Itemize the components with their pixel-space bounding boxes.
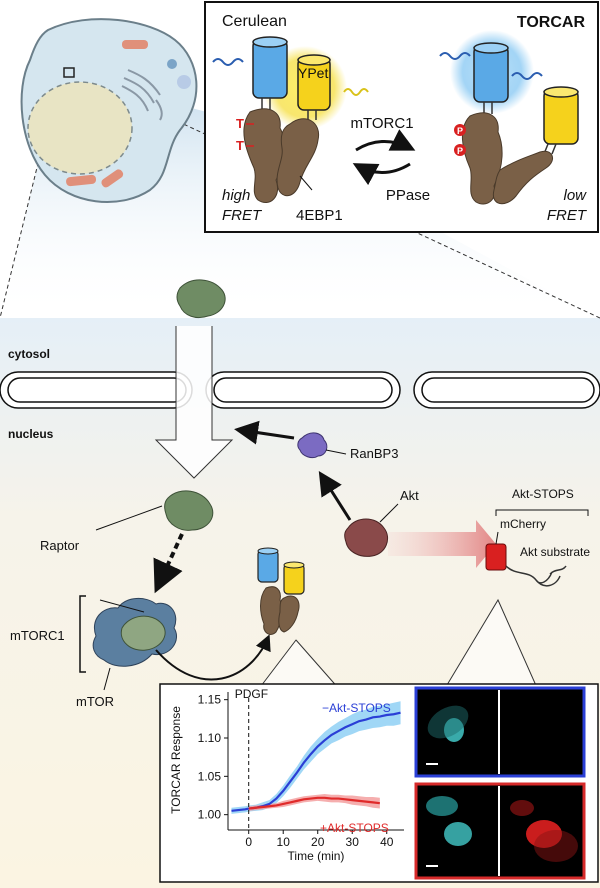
x-tick-label: 10 [277,835,291,849]
ranbp3-export-arrow [234,420,295,445]
phosphorylation-arrow [355,129,416,152]
inset-title: TORCAR [517,14,586,31]
ypet-barrel-right [543,89,579,145]
akt-sequestration-arrow [388,520,496,568]
4ebp1-left-lobe [243,108,286,203]
akt-substrate-chain [505,565,567,587]
y-ticks: 1.00 1.05 1.10 1.15 [198,693,228,822]
mtor-label: mTOR [76,694,114,709]
threonine-label-2: T [236,138,244,153]
complex-bracket [79,595,86,673]
4ebp1-left-lobe-right [462,112,503,205]
series-lines [231,711,401,812]
series-band-0 [231,701,401,814]
cerulean-barrel [252,39,288,99]
dephosphorylation-arrow [352,162,411,186]
ranbp3-label: RanBP3 [350,446,398,461]
cell-illustration [20,18,198,203]
phospho-label-1: P [457,126,463,136]
x-tick-label: 20 [311,835,325,849]
4ebp1-right-lobe-right [492,150,554,205]
mtorc1-complex-label: mTORC1 [10,628,65,643]
y-tick-label: 1.10 [198,731,222,745]
mtorc1-entering-protein [176,279,226,319]
mitochondrion-2 [66,174,97,187]
threonine-label-1: T [236,116,244,131]
y-axis-label: TORCAR Response [169,706,183,814]
vesicle-2 [177,75,191,89]
series-bands [231,701,401,814]
akt-stops-construct: Akt-STOPS mCherry Akt substrate [485,487,590,587]
torcar-high-fret: YPet T T high FRET 4EBP1 [212,36,369,224]
mtorc1-nuclear-protein [164,490,214,531]
legend-minus-akt-stops: −Akt-STOPS [322,701,391,715]
y-tick-label: 1.00 [198,808,222,822]
legend-plus-akt-stops: +Akt-STOPS [320,821,389,835]
mcherry-barrel [485,543,507,571]
cytosol-label: cytosol [8,347,50,361]
torcar-low-fret: P P low FRET [439,30,588,224]
ranbp3-protein [297,432,328,459]
emission-wave-right-icon [511,72,543,80]
phospho-label-2: P [457,146,463,156]
pdgf-label: PDGF [235,687,268,701]
mcherry-label: mCherry [500,517,546,531]
high-fret-line1: high [222,187,250,204]
x-tick-label: 30 [346,835,360,849]
cell-cyan-2 [426,796,458,816]
akt-protein [344,518,388,557]
excitation-wave-icon [212,58,244,66]
nucleus-label: nucleus [8,427,54,441]
emission-wave-icon [343,88,369,96]
cell-cyan-3 [444,822,472,846]
x-tick-label: 0 [245,835,252,849]
nucleus-shape [27,81,133,175]
low-fret-line2: FRET [547,207,588,224]
nuclear-torcar [257,547,305,635]
mitochondrion-3 [101,169,124,188]
y-tick-label: 1.05 [198,769,222,783]
series-band-1 [248,793,380,811]
x-ticks: 0 10 20 30 40 [245,830,394,849]
4ebp1-label: 4EBP1 [296,207,343,224]
zoom-region-box [63,67,75,78]
akt-substrate-label: Akt substrate [520,545,590,559]
akt-label: Akt [400,488,419,503]
nuclear-envelope [0,371,600,409]
equilibrium-arrows: mTORC1 PPase [350,115,430,204]
cerulean-barrel-right [473,45,509,103]
raptor-protein [120,615,166,651]
mtorc1-complex [92,598,177,667]
mtorc1-arrow-label: mTORC1 [350,115,413,132]
ppase-label: PPase [386,187,430,204]
vesicle-1 [167,59,177,69]
excitation-wave-right-icon [439,52,471,60]
mitochondrion-1 [122,40,148,49]
low-fret-line1: low [563,187,587,204]
high-fret-line2: FRET [222,207,263,224]
cell-red-1 [510,800,534,816]
microscopy-images [414,686,586,880]
ypet-label: YPet [298,65,328,81]
x-axis-label: Time (min) [288,849,345,863]
4ebp1-right-lobe [276,118,320,197]
cerulean-label: Cerulean [222,13,287,30]
x-tick-label: 40 [380,835,394,849]
raptor-label: Raptor [40,538,80,553]
golgi [121,69,163,121]
nuclear-import-arrow [154,326,234,479]
akt-stops-label: Akt-STOPS [512,487,574,501]
torcar-inset: TORCAR Cerulean YPet T T high FRET 4EBP1 [204,1,599,233]
phosphorylation-of-torcar-arrow [155,634,271,681]
y-tick-label: 1.15 [198,693,222,707]
torcar-response-chart: 0 10 20 30 40 1.00 1.05 1.10 1.15 PDGF Time (mi… [169,687,404,863]
series-line-1 [248,796,380,810]
akt-to-ranbp3-arrow [318,470,352,521]
